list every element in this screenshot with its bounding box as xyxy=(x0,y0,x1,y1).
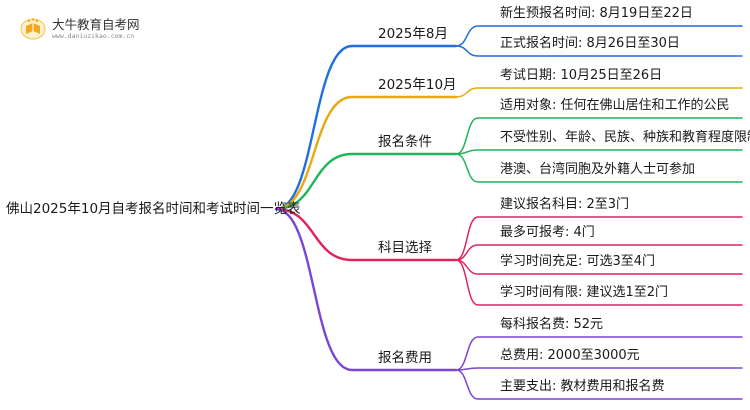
leaf-label-4-2: 最多可报考: 4门 xyxy=(500,225,595,240)
leaf-label-4-4: 学习时间有限: 建议选1至2门 xyxy=(500,285,669,300)
leaf-edge-5-3 xyxy=(455,369,743,400)
branch-label-5: 报名费用 xyxy=(378,350,432,366)
leaf-edge-5-2 xyxy=(455,367,743,371)
book-logo-icon xyxy=(20,18,46,40)
branch-edge-3 xyxy=(274,152,458,211)
leaf-label-1-2: 正式报名时间: 8月26日至30日 xyxy=(500,36,680,51)
leaf-edge-4-1 xyxy=(455,216,743,261)
leaf-label-3-2: 不受性别、年龄、民族、种族和教育程度限制 xyxy=(500,130,750,145)
leaf-edge-4-4 xyxy=(455,259,743,306)
leaf-label-2-1: 考试日期: 10月25日至26日 xyxy=(500,68,663,83)
root-topic: 佛山2025年10月自考报名时间和考试时间一览表 xyxy=(6,201,301,217)
branch-edge-2 xyxy=(274,95,458,211)
leaf-label-4-1: 建议报名科目: 2至3门 xyxy=(500,197,630,212)
leaf-label-5-1: 每科报名费: 52元 xyxy=(500,317,604,332)
mind-map-edges xyxy=(274,25,743,400)
leaf-edge-3-3 xyxy=(455,153,743,183)
logo-url: www.daniuzikao.com.cn xyxy=(52,32,135,40)
branch-label-4: 科目选择 xyxy=(378,240,432,256)
leaf-edge-3-2 xyxy=(455,149,743,155)
leaf-label-5-3: 主要支出: 教材费用和报名费 xyxy=(500,379,665,394)
branch-edge-4 xyxy=(274,207,458,262)
leaf-label-3-3: 港澳、台湾同胞及外籍人士可参加 xyxy=(500,162,696,177)
leaf-edge-2-1 xyxy=(455,87,743,98)
site-logo: 大牛教育自考网 www.daniuzikao.com.cn xyxy=(20,12,140,48)
branch-edge-1 xyxy=(274,44,458,211)
leaf-label-3-1: 适用对象: 任何在佛山居住和工作的公民 xyxy=(500,98,730,113)
branch-label-1: 2025年8月 xyxy=(378,26,448,42)
leaf-edge-4-2 xyxy=(455,244,743,261)
leaf-edge-3-1 xyxy=(455,117,743,155)
branch-label-2: 2025年10月 xyxy=(378,77,457,93)
leaf-label-5-2: 总费用: 2000至3000元 xyxy=(500,348,640,363)
leaf-edge-5-1 xyxy=(455,336,743,371)
logo-title: 大牛教育自考网 xyxy=(52,17,140,32)
branch-edge-5 xyxy=(274,207,458,372)
leaf-label-4-3: 学习时间充足: 可选3至4门 xyxy=(500,254,656,269)
leaf-edge-1-2 xyxy=(455,45,743,57)
branch-label-3: 报名条件 xyxy=(378,134,432,150)
leaf-edge-1-1 xyxy=(455,25,743,47)
leaf-label-1-1: 新生预报名时间: 8月19日至22日 xyxy=(500,6,693,21)
